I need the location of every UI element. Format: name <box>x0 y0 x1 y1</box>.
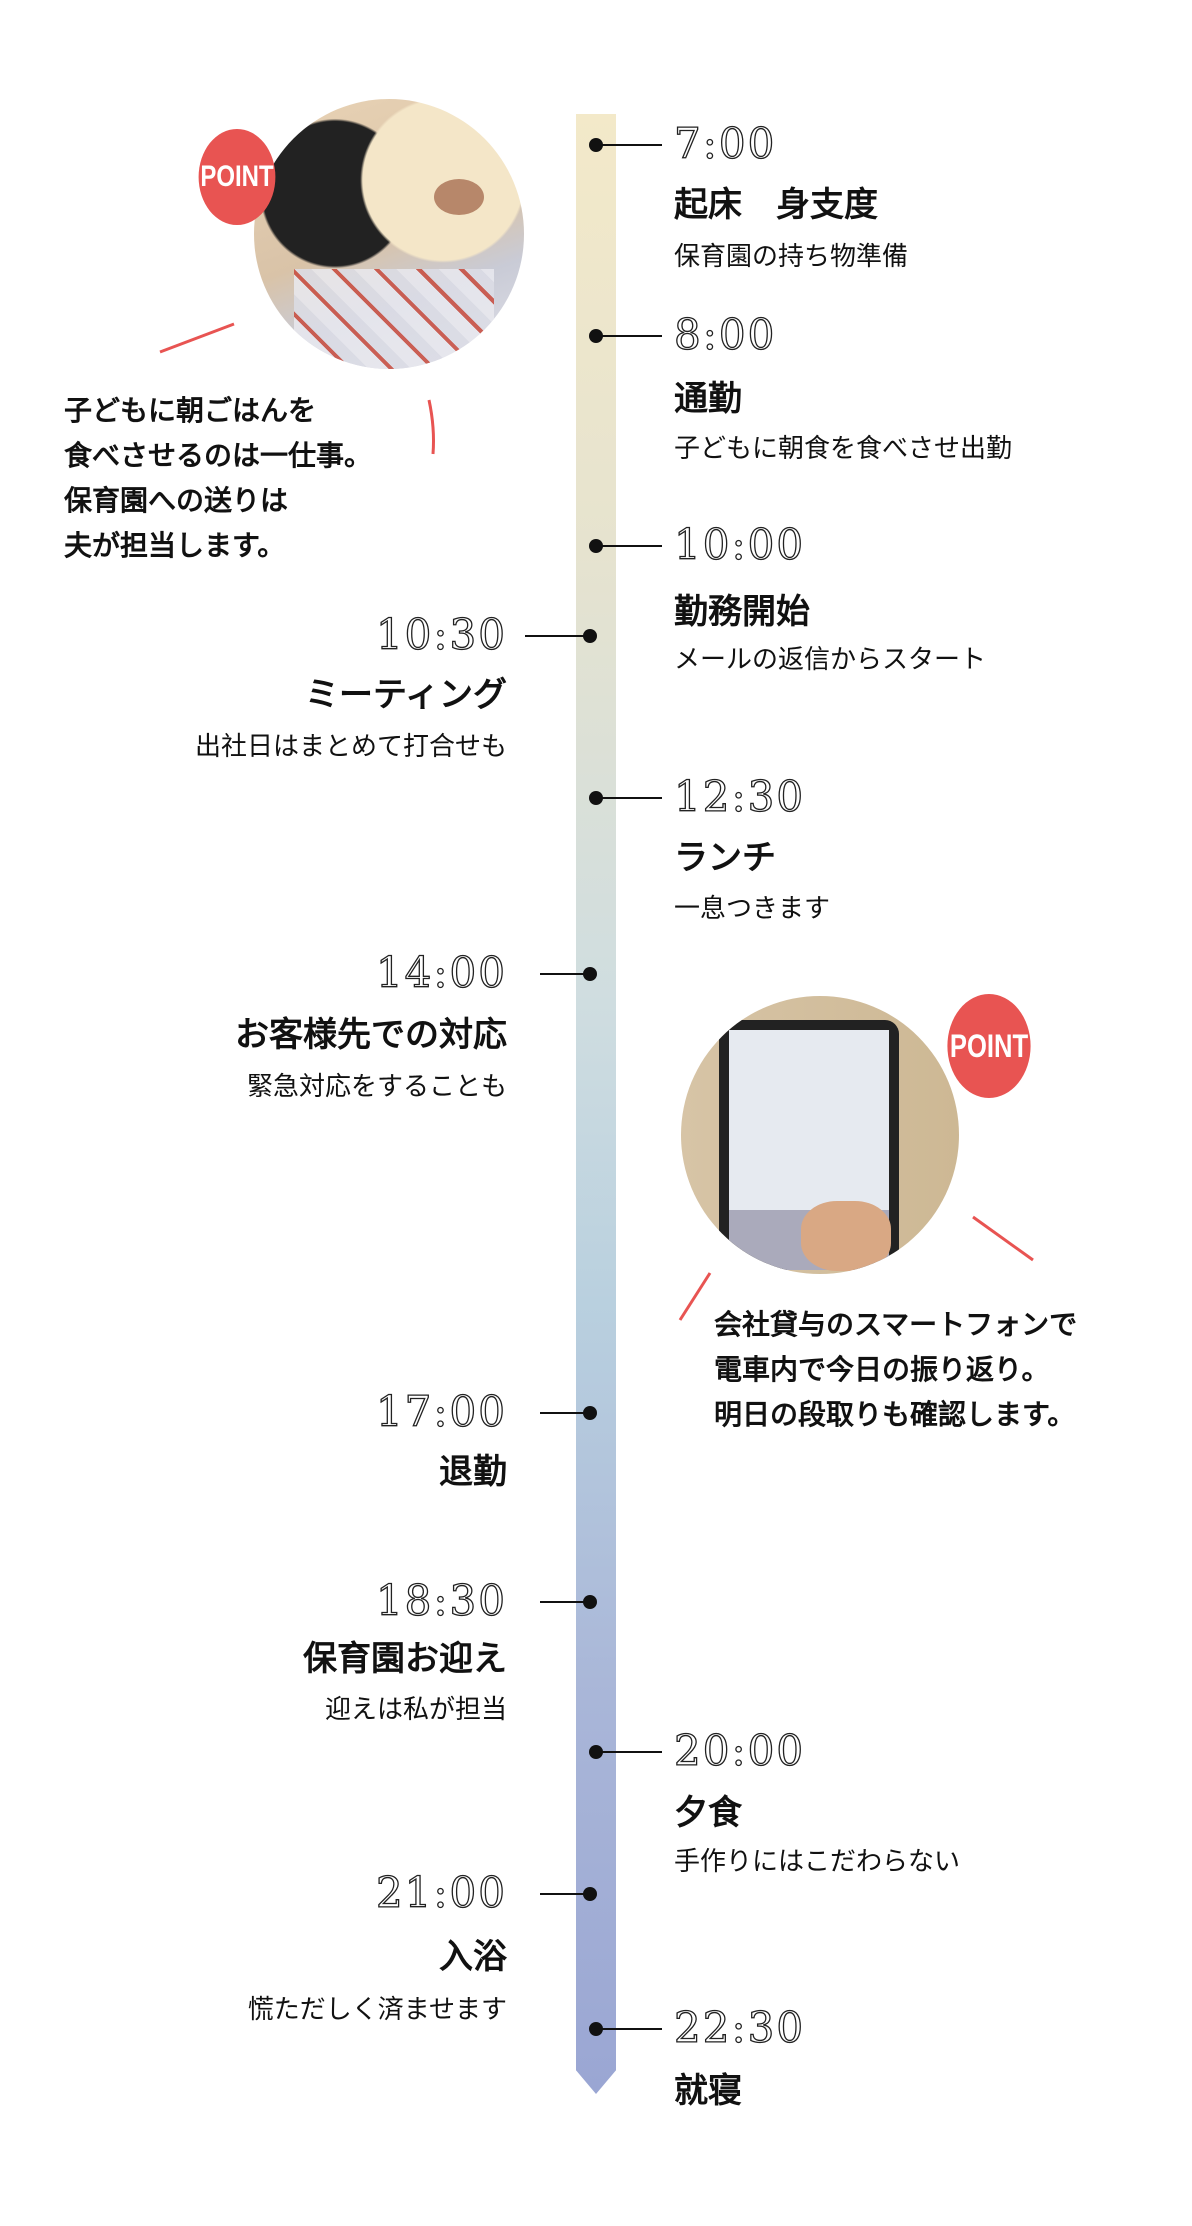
entry-subtitle: 一息つきます <box>674 894 831 924</box>
timeline-dot <box>583 1595 597 1609</box>
point-caption: 会社貸与のスマートフォンで 電車内で今日の振り返り。 明日の段取りも確認します。 <box>714 1302 1077 1437</box>
caption-line: 保育園への送りは <box>64 484 289 517</box>
time-label: 21:00 <box>375 1868 507 1917</box>
time-label: 12:30 <box>673 772 806 821</box>
time-label: 14:00 <box>375 948 507 997</box>
timeline-dot <box>583 1406 597 1420</box>
connector-line <box>540 1412 590 1414</box>
entry-title: お客様先での対応 <box>235 1015 507 1055</box>
timeline-dot <box>583 629 597 643</box>
point-badge: POINT <box>947 994 1031 1098</box>
point-caption: 子どもに朝ごはんを 食べさせるのは一仕事。 保育園への送りは 夫が担当します。 <box>64 388 372 568</box>
entry-title: 入浴 <box>439 1937 507 1977</box>
connector-line <box>596 144 662 146</box>
entry-title: 起床 身支度 <box>674 185 878 225</box>
connector-line <box>596 335 662 337</box>
connector-line <box>596 797 662 799</box>
entry-title: 勤務開始 <box>674 592 810 632</box>
entry-title: ミーティング <box>305 675 507 715</box>
entry-title: 保育園お迎え <box>303 1639 507 1679</box>
connector-line <box>540 973 590 975</box>
time-label: 10:30 <box>375 610 507 659</box>
time-label: 17:00 <box>375 1387 507 1436</box>
connector-line <box>596 545 662 547</box>
time-label: 20:00 <box>673 1726 806 1775</box>
timeline-dot <box>583 1887 597 1901</box>
timeline-dot <box>583 967 597 981</box>
point-badge: POINT <box>198 129 276 225</box>
entry-subtitle: 手作りにはこだわらない <box>674 1847 961 1877</box>
entry-title: 夕食 <box>674 1793 742 1833</box>
caption-line: 会社貸与のスマートフォンで <box>714 1308 1078 1341</box>
smartphone-calendar-photo <box>681 996 959 1274</box>
caption-line: 食べさせるのは一仕事。 <box>64 439 373 472</box>
entry-subtitle: 緊急対応をすることも <box>246 1072 507 1102</box>
time-label: 8:00 <box>673 310 777 359</box>
entry-subtitle: 迎えは私が担当 <box>324 1695 507 1725</box>
entry-subtitle: 慌ただしく済ませます <box>247 1995 507 2025</box>
time-label: 18:30 <box>375 1576 507 1625</box>
entry-subtitle: メールの返信からスタート <box>674 645 987 675</box>
child-eating-breakfast-photo <box>254 99 524 369</box>
timeline-bar <box>576 114 616 2094</box>
caption-line: 明日の段取りも確認します。 <box>714 1398 1076 1431</box>
connector-line <box>540 1601 590 1603</box>
entry-title: 通勤 <box>674 379 742 419</box>
entry-subtitle: 子どもに朝食を食べさせ出勤 <box>674 434 1013 464</box>
entry-title: 就寝 <box>674 2071 742 2111</box>
connector-line <box>596 1751 662 1753</box>
time-label: 10:00 <box>673 520 806 569</box>
caption-line: 電車内で今日の振り返り。 <box>714 1353 1050 1386</box>
entry-title: ランチ <box>674 838 776 878</box>
time-label: 7:00 <box>673 119 777 168</box>
connector-line <box>540 1893 590 1895</box>
time-label: 22:30 <box>673 2003 806 2052</box>
caption-line: 子どもに朝ごはんを <box>64 394 317 427</box>
entry-subtitle: 保育園の持ち物準備 <box>674 242 909 272</box>
caption-line: 夫が担当します。 <box>64 529 286 562</box>
connector-line <box>596 2028 662 2030</box>
entry-subtitle: 出社日はまとめて打合せも <box>194 732 507 762</box>
entry-title: 退勤 <box>439 1452 507 1492</box>
connector-line <box>525 635 590 637</box>
